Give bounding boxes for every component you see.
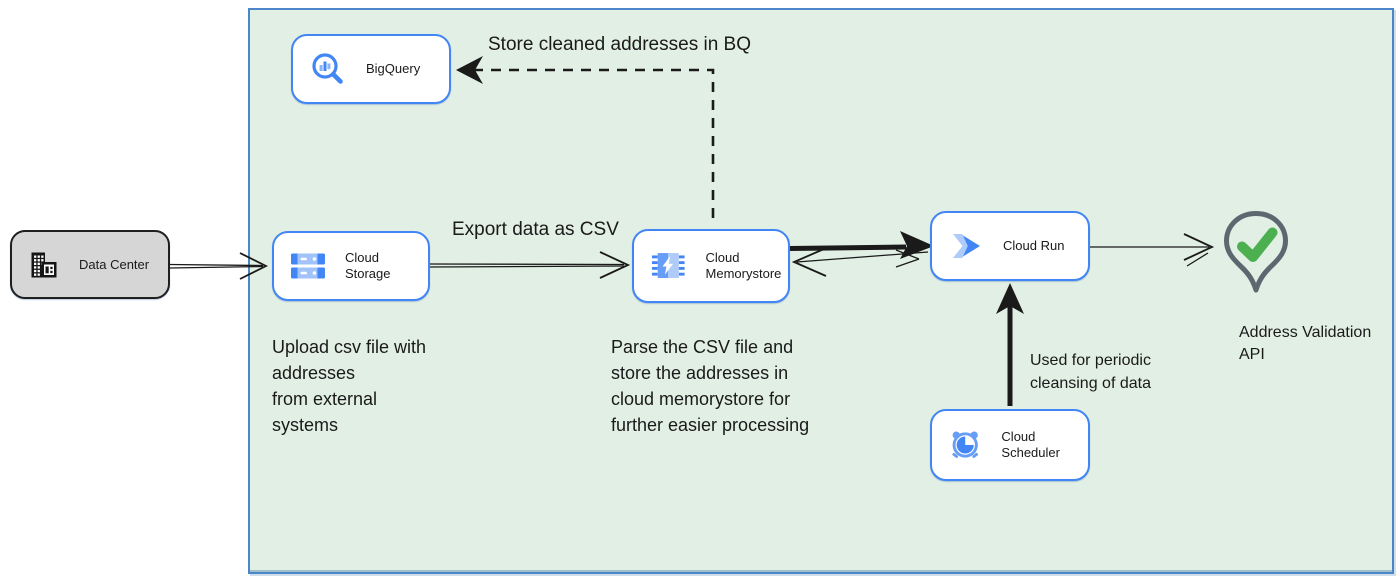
building-icon	[31, 252, 57, 277]
node-cloud-storage[interactable]: Cloud Storage	[272, 231, 430, 301]
edge-label-store-cleaned-bq: Store cleaned addresses in BQ	[488, 34, 751, 55]
alarm-clock-icon	[952, 431, 978, 458]
bigquery-magnifier-icon	[312, 53, 343, 84]
node-label-cloud-scheduler: Cloud Scheduler	[1001, 429, 1060, 460]
note-parse-csv: Parse the CSV file and store the address…	[611, 337, 810, 435]
checkmark-icon	[1237, 227, 1278, 262]
edge-label-periodic-cleansing: Used for periodic cleansing of data	[1030, 352, 1151, 392]
node-data-center[interactable]: Data Center	[10, 230, 170, 299]
storage-buckets-icon	[291, 253, 325, 278]
node-label-cloud-run: Cloud Run	[1003, 238, 1065, 253]
pin-checkmark-icon[interactable]	[1220, 209, 1292, 307]
node-label-cloud-memorystore: Cloud Memorystore	[705, 250, 782, 281]
note-upload-csv: Upload csv file with addresses from exte…	[272, 337, 427, 435]
node-cloud-run[interactable]: Cloud Run	[930, 211, 1090, 281]
node-bigquery[interactable]: BigQuery	[291, 34, 451, 104]
node-label-cloud-storage: Cloud Storage	[344, 250, 391, 281]
node-cloud-scheduler[interactable]: Cloud Scheduler	[930, 409, 1090, 481]
node-label-bigquery: BigQuery	[366, 61, 421, 76]
node-label-data-center: Data Center	[79, 256, 150, 272]
memory-chip-icon	[651, 253, 685, 278]
cloud-run-chevron-icon	[953, 234, 980, 258]
node-label-address-validation-api: Address Validation API	[1239, 324, 1372, 363]
node-cloud-memorystore[interactable]: Cloud Memorystore	[632, 229, 790, 303]
edge-label-export-csv: Export data as CSV	[452, 219, 619, 240]
